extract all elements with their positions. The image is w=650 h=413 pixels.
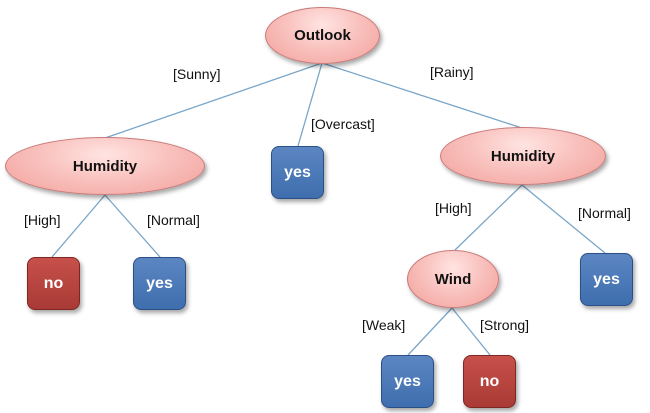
edge-label-weak: [Weak] (362, 317, 406, 333)
edge-label-normal-right: [Normal] (578, 205, 631, 221)
edge-label-sunny: [Sunny] (173, 66, 221, 82)
wind-node: Wind (407, 250, 499, 308)
edge-weak (407, 307, 453, 356)
edge-high-left (51, 194, 106, 258)
outlook-node: Outlook (265, 7, 380, 64)
humidity-node-right: Humidity (440, 127, 606, 185)
leaf-no-strong: no (463, 355, 516, 408)
edge-strong (451, 307, 491, 356)
edge-label-high-left: [High] (24, 212, 61, 228)
edge-rainy (321, 62, 523, 129)
leaf-yes-overcast: yes (271, 146, 324, 199)
edge-overcast (297, 62, 323, 147)
edge-label-overcast: [Overcast] (311, 116, 375, 132)
edge-normal-right (521, 184, 606, 254)
leaf-yes-normal-left: yes (133, 257, 186, 310)
humidity-node-left: Humidity (5, 137, 205, 195)
leaf-yes-weak: yes (381, 355, 434, 408)
edge-high-right (454, 184, 523, 251)
leaf-no-high: no (27, 257, 80, 310)
edge-label-high-right: [High] (435, 200, 472, 216)
edge-label-normal-left: [Normal] (147, 212, 200, 228)
edge-sunny (104, 62, 323, 139)
edge-label-rainy: [Rainy] (430, 64, 474, 80)
edge-label-strong: [Strong] (480, 317, 530, 333)
leaf-yes-normal-right: yes (580, 253, 633, 306)
edge-normal-left (104, 194, 161, 258)
